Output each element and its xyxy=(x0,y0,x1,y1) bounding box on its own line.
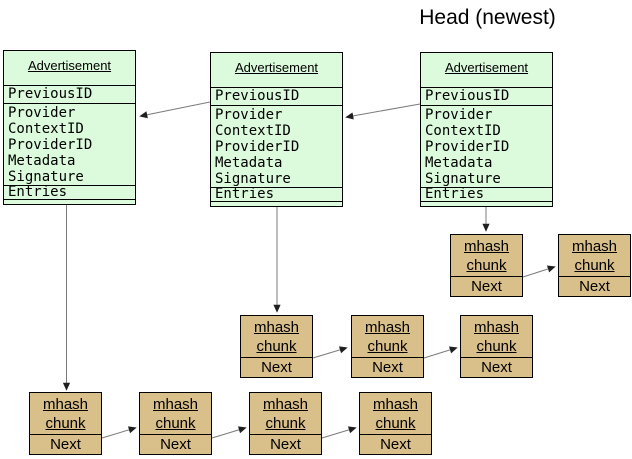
chunk-label: chunk xyxy=(155,414,196,432)
mhash-label: mhash xyxy=(372,395,419,413)
advertisement-title: Advertisement xyxy=(4,51,135,86)
mhash-label: mhash xyxy=(253,318,300,336)
mhash-chunk-box-bottom-1: mhash chunk Next xyxy=(29,392,102,455)
field-entries: Entries xyxy=(421,187,552,202)
next-label: Next xyxy=(481,359,512,376)
advertisement-box-3: Advertisement PreviousID Provider Contex… xyxy=(420,52,553,207)
field-group: Provider ContextID ProviderID Metadata S… xyxy=(421,106,552,188)
next-label: Next xyxy=(372,359,403,376)
chunk-label: chunk xyxy=(256,337,297,355)
next-label: Next xyxy=(270,436,301,453)
next-label: Next xyxy=(579,278,610,295)
chunk-title: mhash chunk xyxy=(140,393,211,435)
field-contextid: ContextID xyxy=(425,123,501,139)
field-signature: Signature xyxy=(425,171,501,187)
next-label: Next xyxy=(261,359,292,376)
arrow-previousid-ad3-to-ad2 xyxy=(345,103,421,120)
field-entries: Entries xyxy=(4,185,135,200)
mhash-chunk-box-middle-1: mhash chunk Next xyxy=(240,315,313,378)
field-providerid: ProviderID xyxy=(425,139,510,155)
field-group: Provider ContextID ProviderID Metadata S… xyxy=(211,106,342,188)
field-contextid: ContextID xyxy=(215,123,291,139)
chunk-title: mhash chunk xyxy=(352,316,423,358)
arrow-chunk-next-middle-1 xyxy=(312,346,348,359)
chunk-label: chunk xyxy=(574,256,615,274)
chunk-title: mhash chunk xyxy=(250,393,321,435)
chunk-label: chunk xyxy=(45,414,86,432)
next-label: Next xyxy=(160,436,191,453)
mhash-label: mhash xyxy=(571,237,618,255)
field-metadata: Metadata xyxy=(215,155,283,171)
arrow-previousid-ad2-to-ad1 xyxy=(139,101,211,119)
mhash-chunk-box-middle-3: mhash chunk Next xyxy=(460,315,533,378)
chunk-label: chunk xyxy=(265,414,306,432)
field-previousid: PreviousID xyxy=(211,88,342,106)
field-metadata: Metadata xyxy=(425,155,493,171)
chunk-label: chunk xyxy=(476,337,517,355)
field-entries: Entries xyxy=(211,187,342,202)
field-contextid: ContextID xyxy=(8,121,84,137)
field-signature: Signature xyxy=(8,169,84,185)
chunk-label: chunk xyxy=(375,414,416,432)
mhash-label: mhash xyxy=(364,318,411,336)
arrow-chunk-next-bottom-3 xyxy=(321,426,357,439)
next-label: Next xyxy=(380,436,411,453)
chunk-label: chunk xyxy=(466,256,507,274)
chunk-label: chunk xyxy=(367,337,408,355)
chunk-title: mhash chunk xyxy=(461,316,532,358)
field-group: Provider ContextID ProviderID Metadata S… xyxy=(4,104,135,186)
advertisement-title: Advertisement xyxy=(211,53,342,88)
field-providerid: ProviderID xyxy=(215,139,300,155)
mhash-chunk-box-middle-2: mhash chunk Next xyxy=(351,315,424,378)
field-previousid: PreviousID xyxy=(421,88,552,106)
advertisement-box-2: Advertisement PreviousID Provider Contex… xyxy=(210,52,343,207)
mhash-chunk-box-right-1: mhash chunk Next xyxy=(450,234,523,297)
field-provider: Provider xyxy=(425,107,493,123)
chunk-title: mhash chunk xyxy=(451,235,522,277)
chunk-title: mhash chunk xyxy=(30,393,101,435)
mhash-label: mhash xyxy=(262,395,309,413)
arrow-chunk-next-middle-2 xyxy=(423,346,458,359)
field-provider: Provider xyxy=(8,105,76,121)
arrow-chunk-next-bottom-2 xyxy=(211,426,247,439)
mhash-chunk-box-bottom-3: mhash chunk Next xyxy=(249,392,322,455)
mhash-label: mhash xyxy=(463,237,510,255)
field-providerid: ProviderID xyxy=(8,137,93,153)
mhash-label: mhash xyxy=(152,395,199,413)
field-signature: Signature xyxy=(215,171,291,187)
advertisement-title: Advertisement xyxy=(421,53,552,88)
mhash-chunk-box-right-2: mhash chunk Next xyxy=(558,234,631,297)
next-label: Next xyxy=(471,278,502,295)
chunk-title: mhash chunk xyxy=(559,235,630,277)
field-metadata: Metadata xyxy=(8,153,76,169)
chunk-title: mhash chunk xyxy=(241,316,312,358)
mhash-chunk-box-bottom-4: mhash chunk Next xyxy=(359,392,432,455)
field-previousid: PreviousID xyxy=(4,86,135,104)
field-provider: Provider xyxy=(215,107,283,123)
diagram-title: Head (newest) xyxy=(419,6,556,29)
mhash-label: mhash xyxy=(473,318,520,336)
arrow-chunk-next-right-1 xyxy=(522,265,556,278)
arrow-chunk-next-bottom-1 xyxy=(101,426,137,439)
next-label: Next xyxy=(50,436,81,453)
chunk-title: mhash chunk xyxy=(360,393,431,435)
mhash-label: mhash xyxy=(42,395,89,413)
mhash-chunk-box-bottom-2: mhash chunk Next xyxy=(139,392,212,455)
advertisement-box-1: Advertisement PreviousID Provider Contex… xyxy=(3,50,136,205)
